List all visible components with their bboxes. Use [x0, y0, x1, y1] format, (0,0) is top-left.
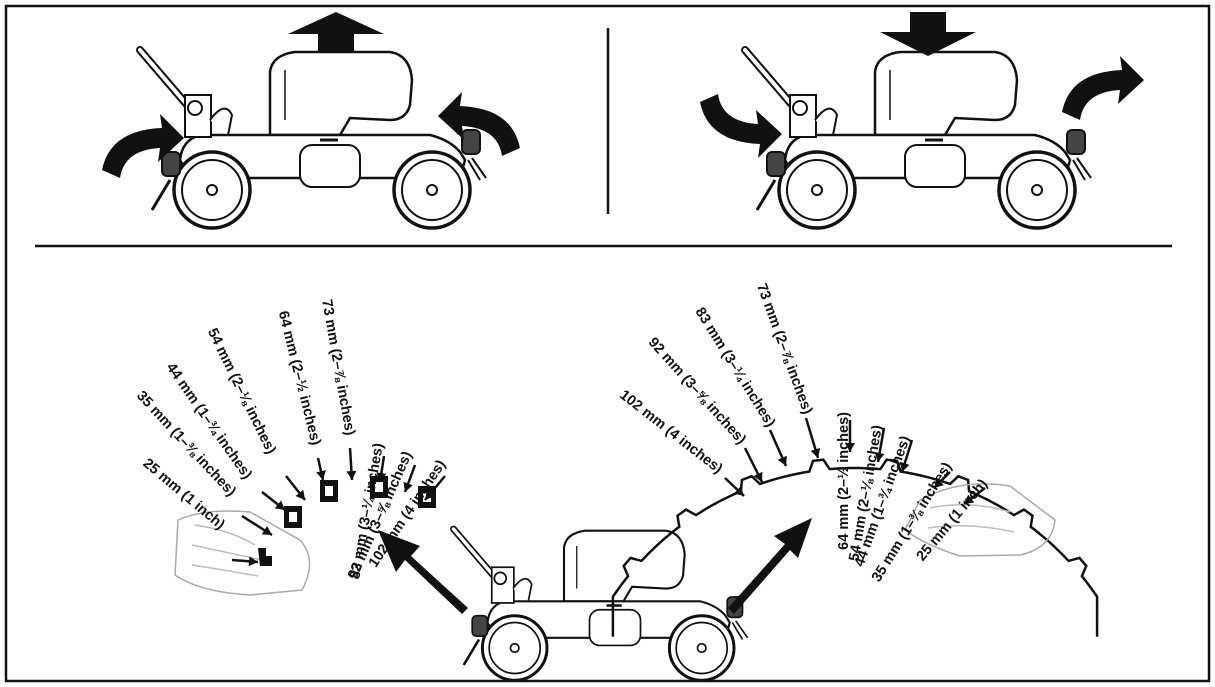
arrow-up-icon: [288, 12, 384, 52]
pointer-arrow: [963, 487, 986, 505]
height-notch-icon: [320, 480, 338, 502]
lawn-mower-icon: [140, 50, 486, 228]
left-hand-illustration: [174, 510, 311, 596]
pointer-arrow: [316, 457, 326, 481]
pointer-arrow: [376, 455, 387, 483]
pointer-arrow: [724, 477, 745, 497]
height-notch-icon: [284, 506, 302, 528]
pointer-arrow: [933, 471, 951, 489]
left-label-group: 25 mm (1 inch)35 mm (1–⅜ inches)44 mm (1…: [133, 298, 449, 581]
diagram-frame: [4, 4, 1211, 683]
right-height-rail: [611, 458, 1099, 637]
height-label: 64 mm (2–½ inches): [836, 412, 852, 550]
lawn-mower-icon: [454, 529, 748, 680]
setting-panel: [378, 518, 812, 680]
curved-arrow-icon: [1062, 56, 1144, 120]
pointer-arrow: [804, 417, 821, 459]
hand-icon: [174, 510, 311, 596]
height-label: 64 mm (2–½ inches): [275, 309, 324, 447]
pointer-arrow: [768, 429, 788, 467]
left-pointer-group: [231, 447, 446, 567]
right-pointer-group: [724, 417, 986, 505]
arrow-down-icon: [880, 12, 976, 56]
pointer-arrow: [874, 427, 886, 463]
lower-panel: [700, 12, 1144, 228]
arrow-up-right-icon: [728, 518, 812, 614]
raise-panel: [102, 12, 520, 228]
pointer-arrow: [743, 447, 764, 483]
pointer-arrow: [403, 464, 417, 493]
pointer-arrow: [261, 491, 286, 511]
pointer-arrow: [231, 556, 259, 567]
hand-icon: [904, 483, 1056, 557]
curved-arrow-icon: [700, 94, 782, 158]
arrow-up-left-icon: [378, 530, 468, 614]
pointer-arrow: [346, 447, 357, 481]
pointer-arrow: [241, 514, 273, 537]
pointer-arrow: [424, 475, 446, 501]
pointer-arrow: [845, 420, 855, 452]
pointer-arrow: [899, 439, 914, 473]
height-label: 73 mm (2–⅞ inches): [318, 298, 358, 437]
lawn-mower-icon: [745, 50, 1091, 228]
pointer-arrow: [285, 475, 306, 501]
